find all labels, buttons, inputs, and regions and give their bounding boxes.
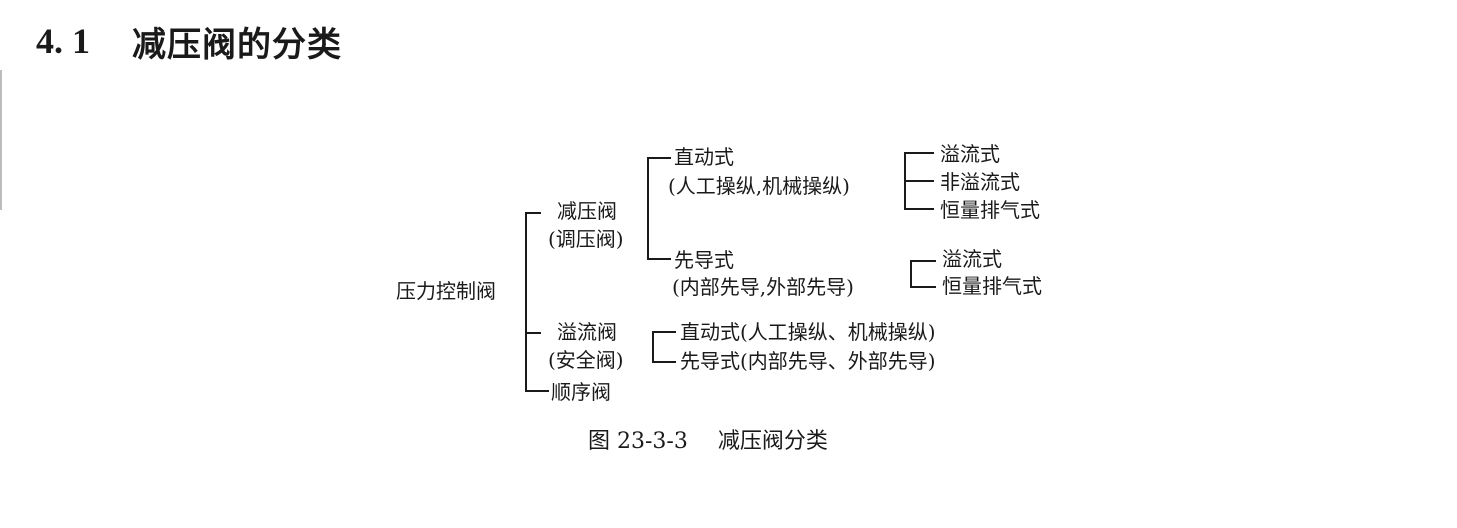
pilot-type-2: 恒量排气式	[942, 274, 1042, 298]
level1-tick-relief	[525, 332, 541, 334]
reducing-tick-pilot	[647, 258, 671, 260]
root-node: 压力控制阀	[396, 279, 496, 303]
level1-tick-sequence	[525, 390, 549, 392]
pilot-types-bracket-vertical	[910, 260, 912, 288]
level1-tick-reducing	[525, 212, 541, 214]
relief-item-pilot: 先导式(内部先导、外部先导)	[680, 349, 936, 373]
figure-number: 图 23-3-3	[588, 429, 688, 454]
reducing-bracket-vertical	[647, 157, 649, 260]
direct-types-tick-1	[904, 152, 934, 154]
page-edge-rule	[0, 70, 2, 210]
direct-type-3: 恒量排气式	[940, 198, 1040, 222]
figure-title: 减压阀分类	[717, 429, 828, 454]
sequence-valve-node: 顺序阀	[551, 380, 611, 404]
section-title: 减压阀的分类	[132, 24, 342, 65]
relief-tick-2	[652, 361, 676, 363]
relief-valve-node: 溢流阀	[557, 320, 617, 344]
reducing-tick-direct	[647, 157, 671, 159]
pilot-types-tick-2	[910, 286, 936, 288]
pilot-operated-node: 先导式	[674, 248, 734, 272]
direct-types-tick-3	[904, 208, 934, 210]
figure-caption: 图 23-3-3 减压阀分类	[588, 427, 828, 457]
direct-type-2: 非溢流式	[940, 170, 1020, 194]
direct-acting-node: 直动式	[674, 145, 734, 169]
reducing-valve-node: 减压阀	[557, 199, 617, 223]
direct-types-tick-2	[904, 180, 934, 182]
pilot-type-1: 溢流式	[942, 247, 1002, 271]
section-number: 4. 1	[36, 21, 90, 61]
reducing-valve-alias: (调压阀)	[548, 227, 624, 251]
level1-bracket-vertical	[525, 212, 527, 392]
direct-acting-detail: (人工操纵,机械操纵)	[668, 174, 850, 198]
section-heading: 4. 1 减压阀的分类	[36, 14, 342, 68]
pilot-types-tick-1	[910, 260, 936, 262]
pilot-operated-detail: (内部先导,外部先导)	[672, 275, 854, 299]
relief-item-direct: 直动式(人工操纵、机械操纵)	[680, 320, 936, 344]
relief-valve-alias: (安全阀)	[548, 348, 624, 372]
relief-bracket-vertical	[652, 331, 654, 363]
relief-tick-1	[652, 331, 676, 333]
direct-type-1: 溢流式	[940, 142, 1000, 166]
